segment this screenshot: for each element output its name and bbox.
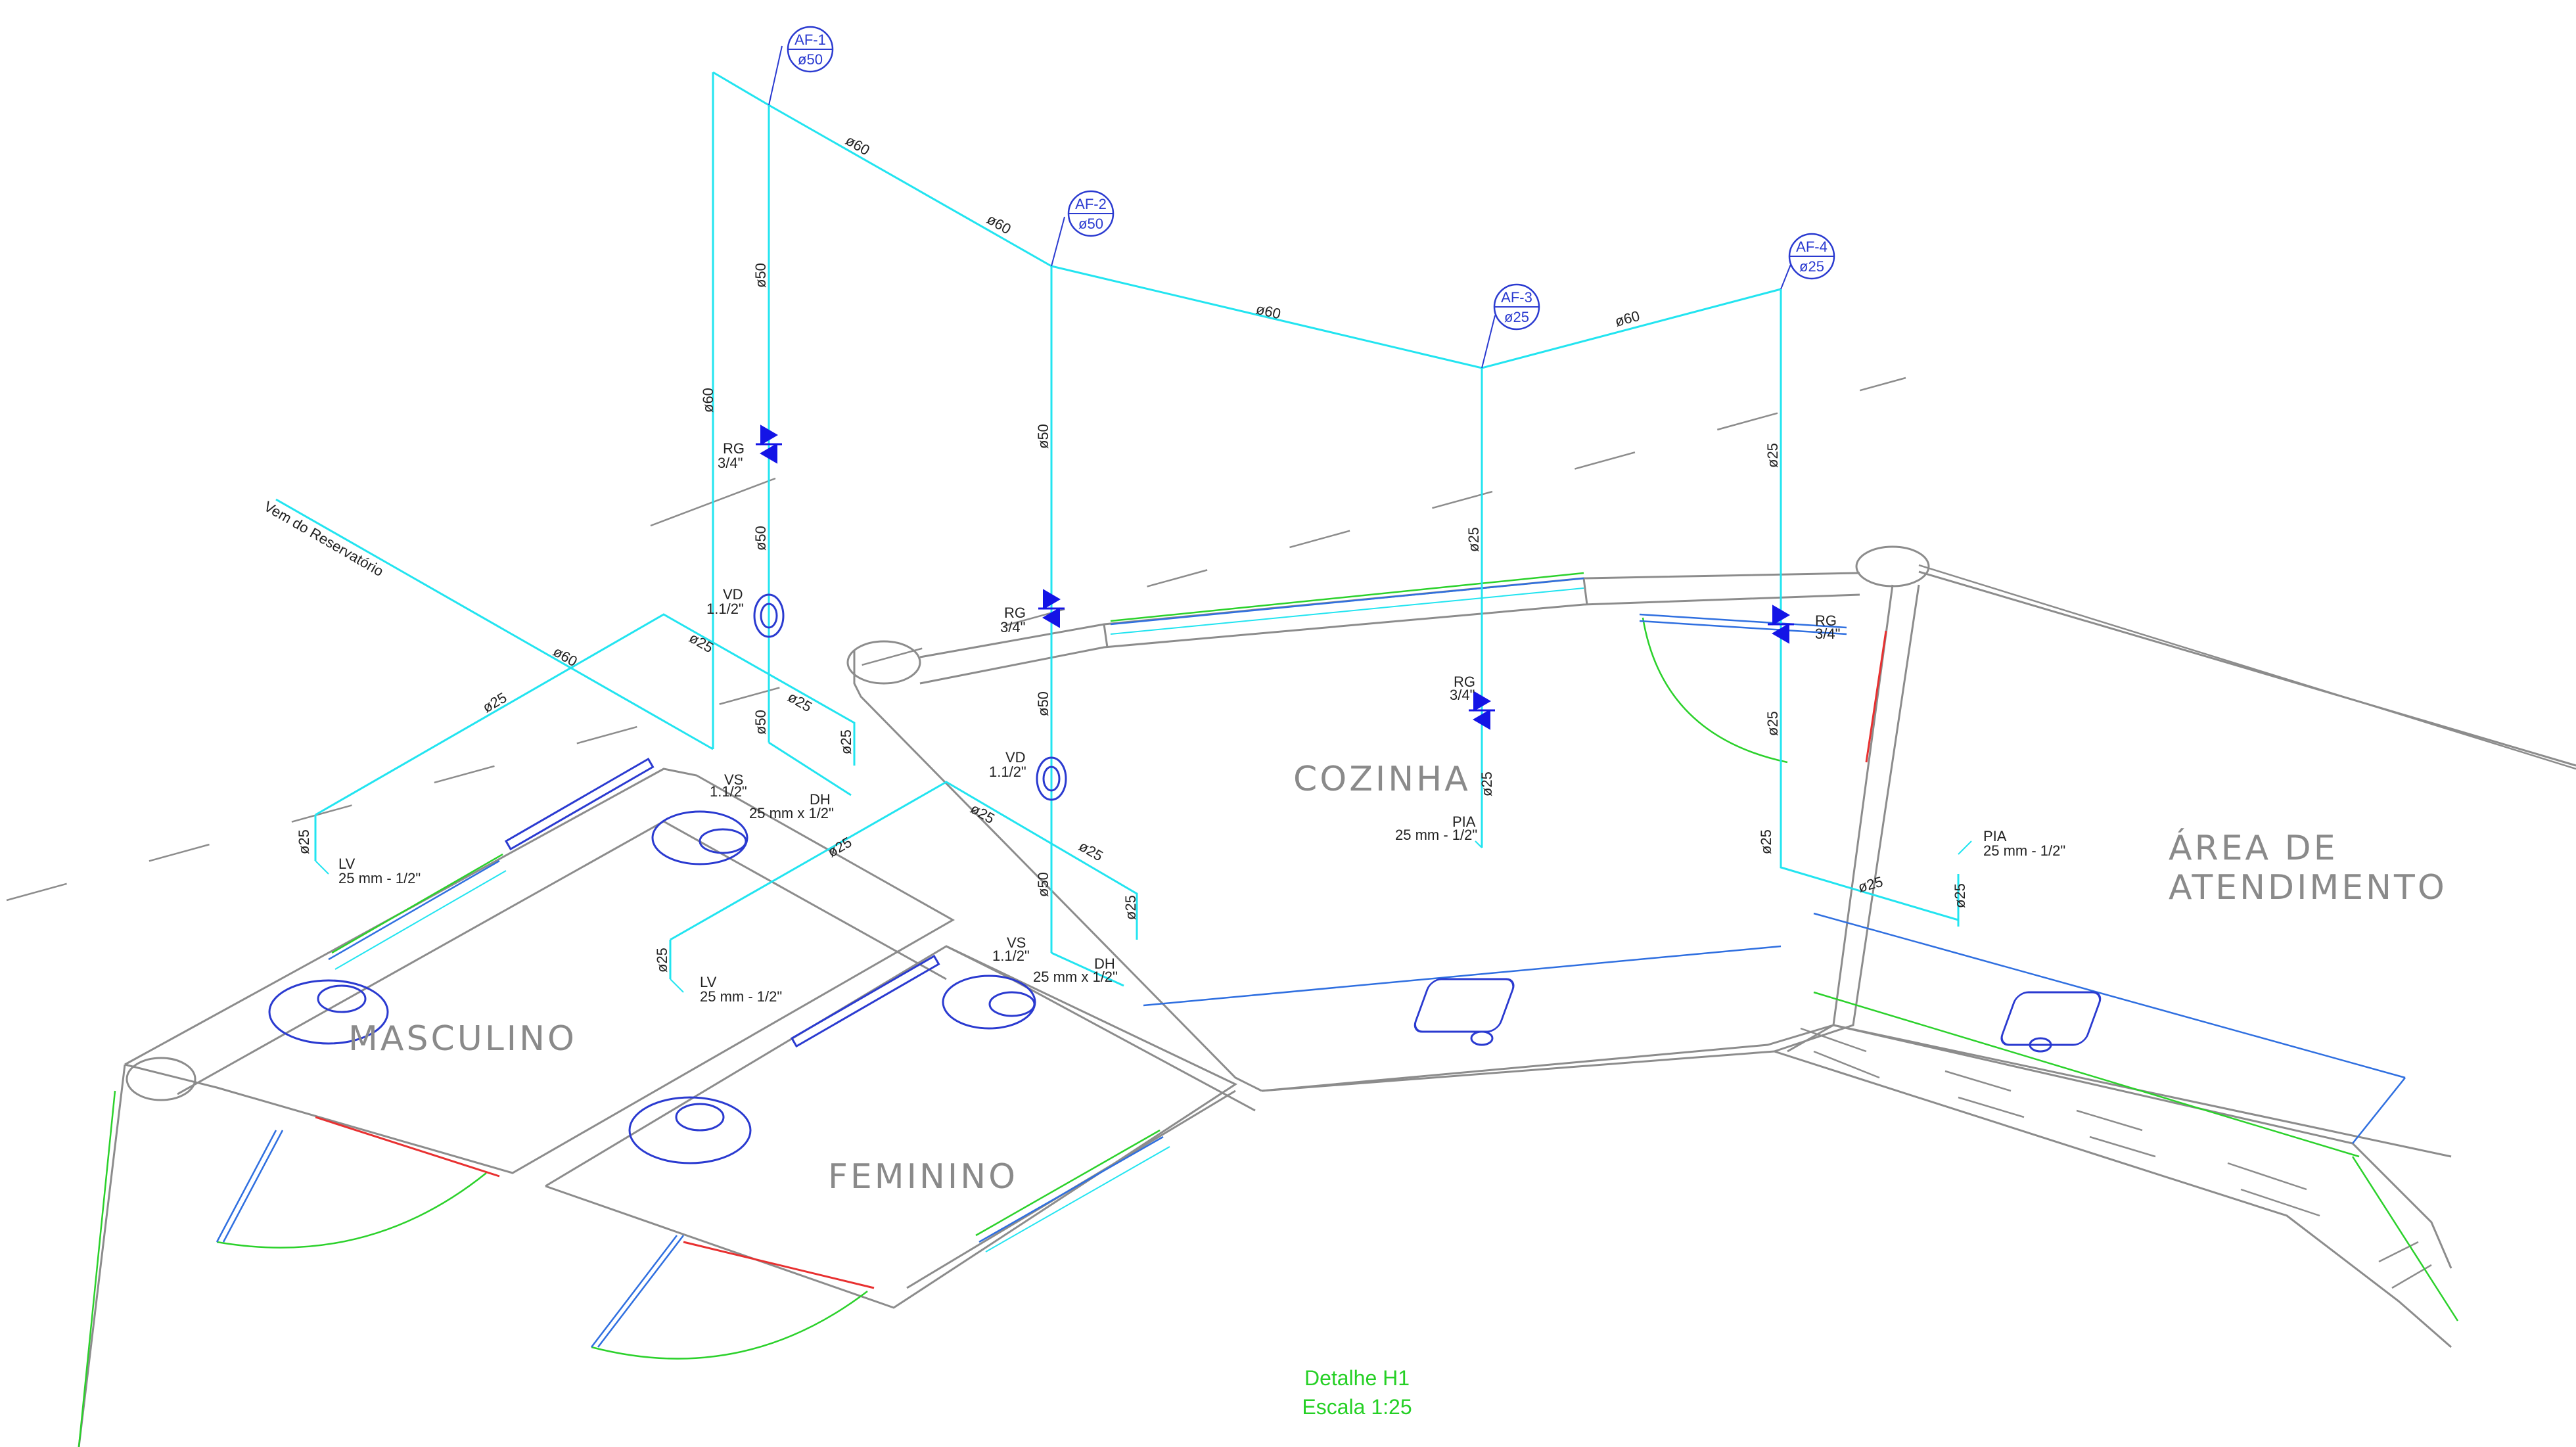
- tag-af2-id: AF-2: [1075, 196, 1107, 212]
- tag-af2-diameter: ø50: [1078, 216, 1103, 232]
- label-vs-masc-size: 1.1/2": [710, 783, 747, 800]
- label-d50-af2-mid: ø50: [1035, 691, 1051, 716]
- label-dh-fem-size: 25 mm x 1/2": [1033, 969, 1118, 985]
- label-lv-fem-size: 25 mm - 1/2": [700, 988, 782, 1005]
- tag-af1-id: AF-1: [794, 32, 826, 48]
- valve-af1: [756, 425, 782, 464]
- label-rg-af1-size: 3/4": [718, 455, 743, 471]
- label-d25-masc-lv: ø25: [296, 829, 312, 854]
- tag-af4-diameter: ø25: [1799, 258, 1824, 275]
- label-d50-af1-drain: ø50: [752, 710, 769, 735]
- label-pia-area-size: 25 mm - 1/2": [1983, 842, 2065, 859]
- label-d50-af2-low: ø50: [1035, 872, 1051, 897]
- label-d60-a: ø60: [843, 132, 873, 159]
- label-d60-c: ø60: [1254, 301, 1283, 323]
- label-rg-af3: RG: [1454, 674, 1475, 690]
- label-dh-masc: DH: [810, 791, 831, 808]
- gate-valves: [756, 425, 1794, 730]
- doors-and-windows: [78, 572, 2459, 1447]
- label-pia-area: PIA: [1983, 828, 2007, 844]
- label-d25-fem-a: ø25: [968, 800, 998, 827]
- room-cozinha: COZINHA: [1293, 760, 1471, 799]
- label-d25-af4-low: ø25: [1758, 829, 1774, 854]
- label-vd-fem-size: 1.1/2": [989, 764, 1026, 780]
- water-pipes: [275, 71, 1972, 993]
- label-d50-af1-low: ø50: [752, 526, 769, 551]
- label-d25-af4-pia: ø25: [1952, 883, 1968, 908]
- tag-af3-diameter: ø25: [1504, 309, 1529, 325]
- label-dh-fem: DH: [1094, 955, 1115, 972]
- label-d50-af2: ø50: [1035, 424, 1051, 449]
- label-vd-masc-size: 1.1/2": [706, 601, 744, 617]
- label-d25-masc-c: ø25: [785, 689, 815, 716]
- label-d25-fem-c: ø25: [1122, 895, 1139, 920]
- caption-scale: Escala 1:25: [1302, 1395, 1412, 1419]
- building-walls: [78, 545, 2576, 1447]
- label-vs-masc: VS: [724, 771, 743, 788]
- valve-af2: [1038, 589, 1065, 628]
- label-lv-masc-size: 25 mm - 1/2": [338, 870, 421, 886]
- caption-title: Detalhe H1: [1304, 1366, 1410, 1390]
- label-d25-masc-b: ø25: [687, 630, 716, 656]
- tag-af3: AF-3 ø25: [1481, 283, 1540, 369]
- valve-af4: [1768, 605, 1794, 644]
- room-area-line2: ATENDIMENTO: [2169, 868, 2447, 907]
- room-area-line1: ÁREA DE: [2169, 828, 2338, 868]
- label-lv-fem: LV: [700, 974, 717, 990]
- label-d25-fem-lv: ø25: [654, 948, 670, 973]
- label-d25-af4: ø25: [1764, 443, 1781, 468]
- label-d25-masc-d: ø25: [838, 729, 854, 754]
- label-lv-masc: LV: [338, 856, 356, 872]
- tag-af1-diameter: ø50: [798, 51, 823, 68]
- tag-af1: AF-1 ø50: [768, 26, 834, 106]
- label-vd-fem: VD: [1005, 749, 1026, 766]
- label-d25-af4-branch: ø25: [1856, 873, 1885, 896]
- sanitary-fixtures: [268, 593, 2102, 1164]
- label-d25-af3-low: ø25: [1479, 771, 1495, 796]
- label-dh-masc-size: 25 mm x 1/2": [749, 805, 834, 821]
- tag-af4: AF-4 ø25: [1780, 233, 1835, 290]
- label-vs-fem-size: 1.1/2": [992, 948, 1030, 964]
- label-rg-af4: RG: [1815, 612, 1837, 629]
- label-vd-masc: VD: [723, 586, 743, 603]
- toilet-masculino: [651, 810, 748, 865]
- label-d60-riser: ø60: [700, 388, 716, 413]
- tag-af2: AF-2 ø50: [1051, 190, 1115, 267]
- label-pia-cozinha: PIA: [1452, 814, 1476, 830]
- label-d25-masc-a: ø25: [480, 689, 509, 716]
- pipe-diameter-labels: ø60 ø60 ø60 ø60 ø60 ø60 ø50 ø50 ø50 ø50 …: [296, 132, 1968, 973]
- dashed-reference-lines: [6, 377, 2576, 902]
- drawing-caption: Detalhe H1 Escala 1:25: [1302, 1366, 1412, 1419]
- label-d50-af1: ø50: [752, 263, 769, 288]
- room-feminino: FEMININO: [828, 1157, 1018, 1197]
- label-d25-af3: ø25: [1465, 527, 1482, 552]
- tag-af3-id: AF-3: [1501, 289, 1532, 306]
- label-vs-fem: VS: [1007, 934, 1026, 951]
- label-rg-af1: RG: [723, 440, 745, 457]
- label-pia-cozinha-size: 25 mm - 1/2": [1395, 827, 1477, 843]
- label-rg-af2: RG: [1004, 605, 1026, 621]
- room-names: MASCULINO FEMININO COZINHA ÁREA DE ATEND…: [348, 760, 2447, 1197]
- fixture-labels: RG 3/4" RG 3/4" RG 3/4" RG 3/4" VD 1.1/2…: [262, 440, 2066, 1005]
- label-rg-af2-size: 3/4": [1000, 619, 1025, 635]
- sink-feminino: [628, 1096, 752, 1164]
- valve-af3: [1469, 691, 1495, 730]
- label-rg-af4-size: 3/4": [1815, 626, 1840, 642]
- label-d60-b: ø60: [984, 211, 1014, 238]
- tag-af4-id: AF-4: [1796, 239, 1828, 255]
- label-rg-af3-size: 3/4": [1450, 687, 1475, 703]
- sink-masculino: [268, 979, 389, 1045]
- room-masculino: MASCULINO: [348, 1019, 577, 1059]
- label-vem-reservatorio: Vem do Reservatório: [262, 498, 386, 580]
- label-d25-af4-mid: ø25: [1764, 711, 1781, 736]
